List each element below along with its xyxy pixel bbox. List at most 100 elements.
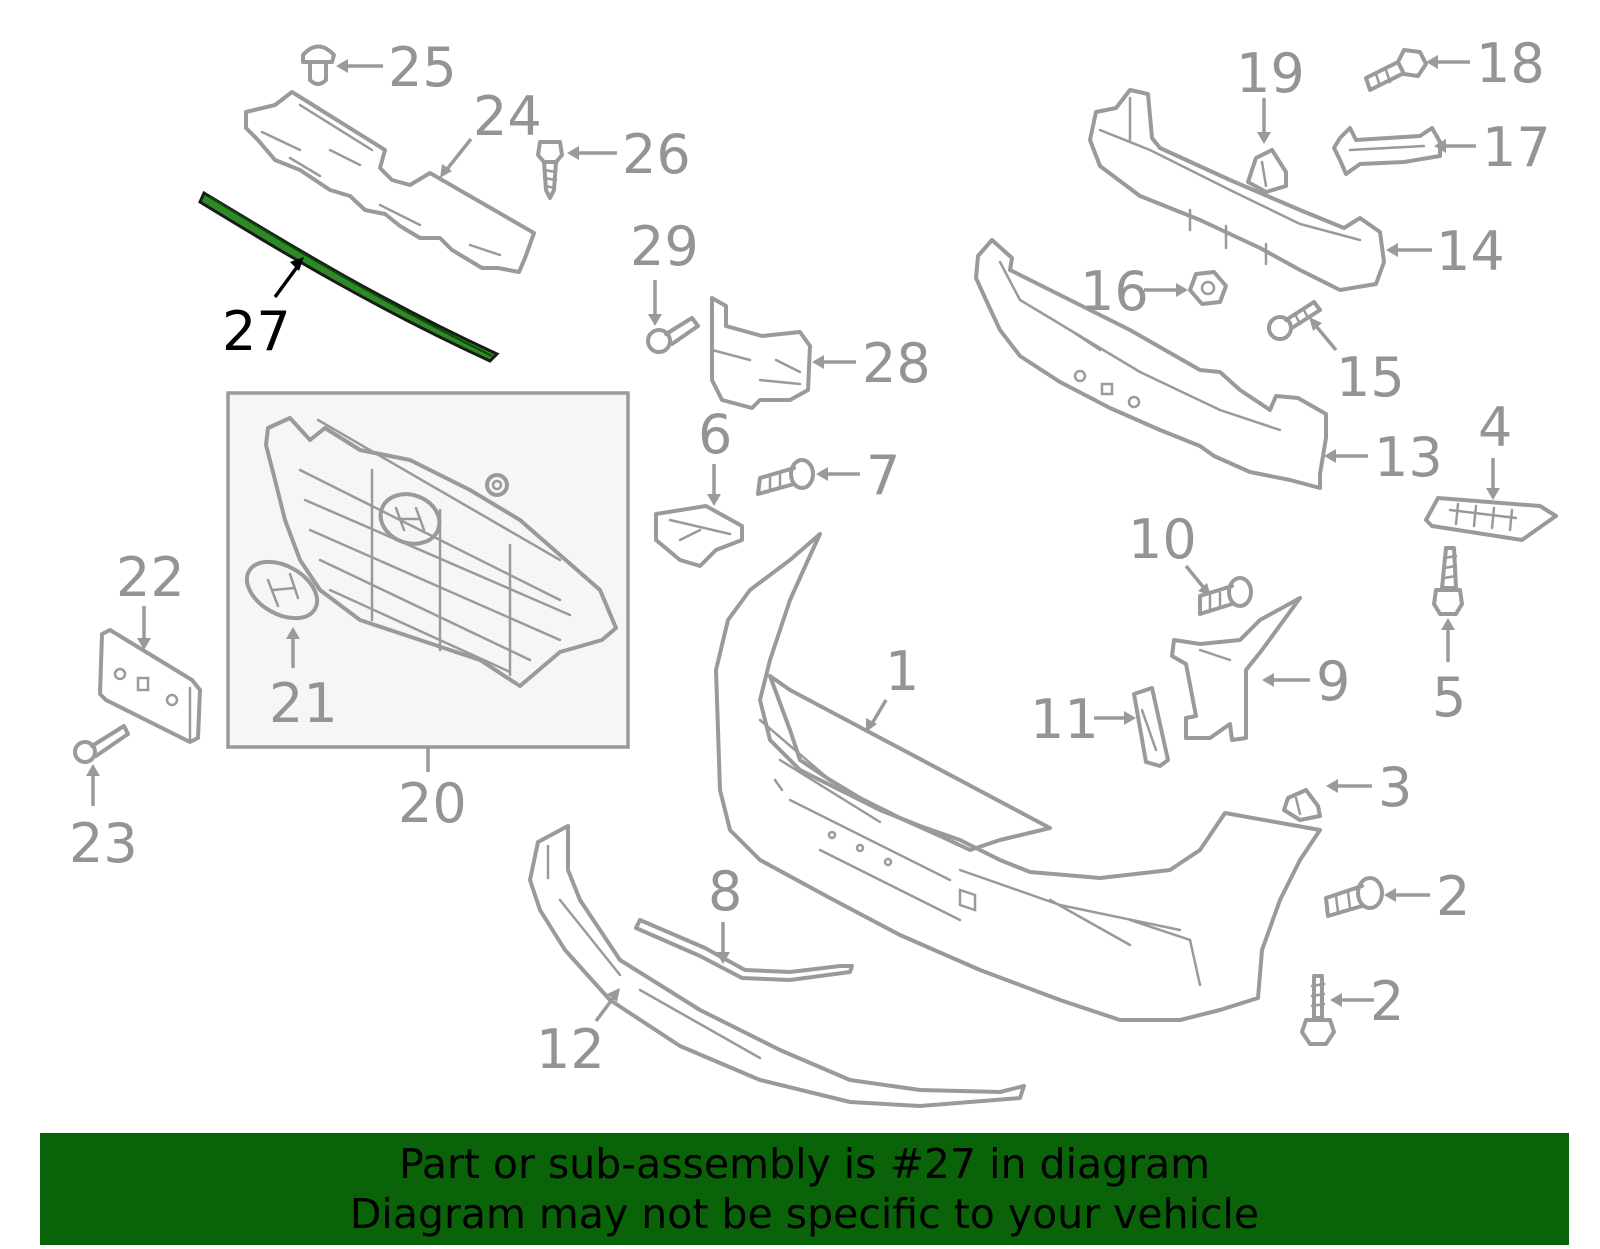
- part-20-grille[interactable]: [264, 416, 618, 688]
- callout-29: 29: [630, 215, 699, 278]
- leader-24: [442, 137, 473, 175]
- callout-1: 1: [885, 640, 919, 703]
- part-9-side-bracket[interactable]: [1170, 596, 1302, 742]
- callout-2a: 2: [1436, 865, 1470, 928]
- part-2a-screw[interactable]: [1324, 876, 1384, 918]
- arrow-9: [1262, 673, 1274, 687]
- callout-13: 13: [1374, 426, 1443, 489]
- callout-17: 17: [1482, 116, 1551, 179]
- part-5-bolt[interactable]: [1432, 546, 1464, 616]
- callout-4: 4: [1478, 396, 1512, 459]
- part-22-plate-bracket[interactable]: [98, 628, 202, 744]
- callout-7: 7: [866, 444, 900, 507]
- arrow-1: [866, 718, 877, 732]
- part-7-screw[interactable]: [756, 458, 815, 496]
- callout-28: 28: [862, 332, 931, 395]
- part-10-screw[interactable]: [1198, 576, 1253, 616]
- arrow-17: [1434, 139, 1446, 153]
- callout-26: 26: [622, 123, 691, 186]
- arrow-28: [812, 355, 824, 369]
- callout-5: 5: [1432, 666, 1466, 729]
- arrow-3: [1326, 779, 1338, 793]
- part-28-bracket[interactable]: [710, 296, 812, 410]
- part-11-reflector[interactable]: [1132, 686, 1170, 768]
- part-18-bolt[interactable]: [1364, 48, 1428, 92]
- arrow-2a: [1384, 888, 1396, 902]
- part-19-cap[interactable]: [1246, 148, 1288, 194]
- part-6-bracket[interactable]: [654, 504, 744, 568]
- callout-8: 8: [708, 860, 742, 923]
- arrow-13: [1324, 449, 1336, 463]
- leader-27: [273, 261, 302, 299]
- part-4-side-marker[interactable]: [1424, 496, 1558, 542]
- callout-22: 22: [116, 546, 185, 609]
- arrow-18: [1426, 55, 1438, 69]
- callout-6: 6: [698, 403, 732, 466]
- arrow-11: [1124, 711, 1136, 725]
- part-25-clip[interactable]: [301, 44, 336, 86]
- callout-2b: 2: [1370, 970, 1404, 1033]
- part-23-screw[interactable]: [73, 724, 130, 764]
- leader-10: [1184, 564, 1206, 590]
- part-24-bracket[interactable]: [244, 90, 536, 274]
- part-16-nut[interactable]: [1188, 270, 1228, 306]
- arrow-14: [1386, 243, 1398, 257]
- arrow-27: [290, 257, 304, 271]
- callout-15: 15: [1336, 346, 1405, 409]
- callout-9: 9: [1316, 650, 1350, 713]
- arrow-12: [607, 988, 620, 1002]
- arrow-23: [86, 764, 100, 776]
- callout-21: 21: [269, 672, 338, 735]
- part-27-molding[interactable]: [198, 190, 500, 363]
- part-2b-screw[interactable]: [1300, 974, 1336, 1046]
- callout-23: 23: [69, 812, 138, 875]
- part-8-strip[interactable]: [634, 918, 854, 982]
- arrow-5: [1441, 618, 1455, 630]
- callout-20: 20: [398, 772, 467, 835]
- part-3-clip[interactable]: [1282, 788, 1322, 822]
- part-17-bracket[interactable]: [1332, 126, 1442, 176]
- arrow-2b: [1330, 993, 1342, 1007]
- callout-18: 18: [1476, 32, 1545, 95]
- part-26-bolt[interactable]: [536, 140, 564, 200]
- arrow-16: [1176, 283, 1188, 297]
- callout-25: 25: [388, 36, 457, 99]
- grille-assembly-box: [226, 391, 630, 749]
- banner-line-1: Part or sub-assembly is #27 in diagram: [398, 1140, 1211, 1188]
- banner-line-2: Diagram may not be specific to your vehi…: [349, 1190, 1260, 1238]
- callout-19: 19: [1236, 42, 1305, 105]
- arrow-21: [286, 627, 300, 639]
- arrow-19: [1257, 132, 1271, 144]
- part-29-bolt[interactable]: [646, 316, 700, 354]
- arrow-22: [137, 638, 151, 650]
- arrow-6: [707, 494, 721, 506]
- arrow-8: [716, 952, 730, 964]
- arrow-25: [336, 59, 348, 73]
- callout-24: 24: [473, 85, 542, 148]
- part-1-bumper-cover[interactable]: [714, 532, 1322, 1022]
- part-21-emblem[interactable]: [237, 550, 327, 630]
- part-14-beam[interactable]: [1088, 88, 1386, 292]
- callout-16: 16: [1080, 260, 1149, 323]
- part-12-lower-lip[interactable]: [528, 824, 1026, 1108]
- callout-14: 14: [1436, 220, 1505, 283]
- arrow-15: [1309, 317, 1322, 331]
- arrow-7: [816, 467, 828, 481]
- arrow-10: [1198, 583, 1211, 596]
- arrow-24: [440, 164, 452, 178]
- callout-11: 11: [1030, 688, 1099, 751]
- callout-10: 10: [1128, 508, 1197, 571]
- leader-1: [871, 699, 888, 723]
- callout-3: 3: [1378, 756, 1412, 819]
- hex-nut-grille: [485, 473, 509, 497]
- part-13-absorber[interactable]: [974, 238, 1328, 490]
- arrow-26: [567, 146, 579, 160]
- arrow-29: [648, 314, 662, 326]
- leader-15: [1314, 324, 1338, 352]
- arrow-4: [1486, 488, 1500, 500]
- part-15-bolt[interactable]: [1267, 300, 1322, 341]
- callout-27: 27: [222, 300, 291, 363]
- callout-12: 12: [536, 1018, 605, 1081]
- leader-12: [594, 995, 616, 1023]
